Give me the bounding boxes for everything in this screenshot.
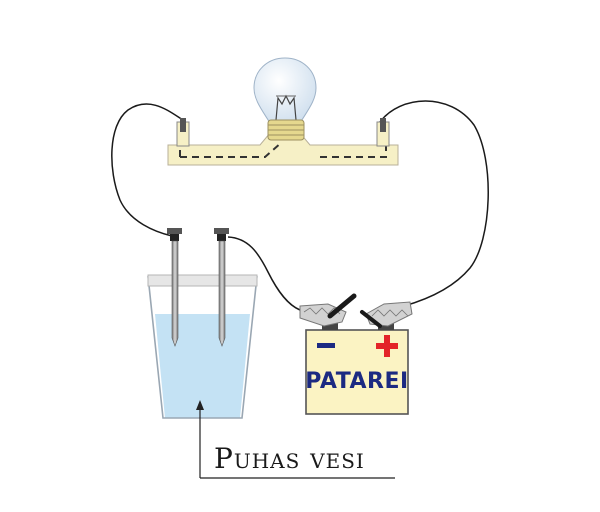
light-bulb-icon <box>253 57 317 141</box>
right-terminal <box>376 118 390 147</box>
minus-symbol <box>317 343 335 348</box>
right-nail-electrode-icon <box>214 228 229 347</box>
bulb-glass <box>253 57 317 124</box>
water-callout: Puhas vesi <box>196 400 395 479</box>
battery-label: PATAREI <box>305 369 408 394</box>
water-caption: Puhas vesi <box>214 442 365 475</box>
battery-icon: PATAREI <box>305 318 409 415</box>
plus-alligator-clip-icon <box>360 301 413 328</box>
lamp-holder <box>167 118 399 166</box>
beaker <box>147 274 258 419</box>
wire-right-nail-to-minus <box>227 236 301 311</box>
minus-alligator-clip-icon <box>299 293 357 327</box>
wires <box>111 100 489 311</box>
wire-lamp-to-left-nail <box>111 103 184 237</box>
bulb-screw-base <box>267 119 305 141</box>
plus-symbol <box>376 335 398 357</box>
callout-arrow <box>196 400 204 410</box>
water <box>155 314 250 418</box>
wire-lamp-to-plus <box>379 100 489 307</box>
beaker-lid <box>147 274 258 287</box>
left-terminal <box>176 118 190 147</box>
left-nail-electrode-icon <box>167 228 182 347</box>
lamp-base-board <box>167 132 399 166</box>
beaker-glass <box>147 275 258 419</box>
